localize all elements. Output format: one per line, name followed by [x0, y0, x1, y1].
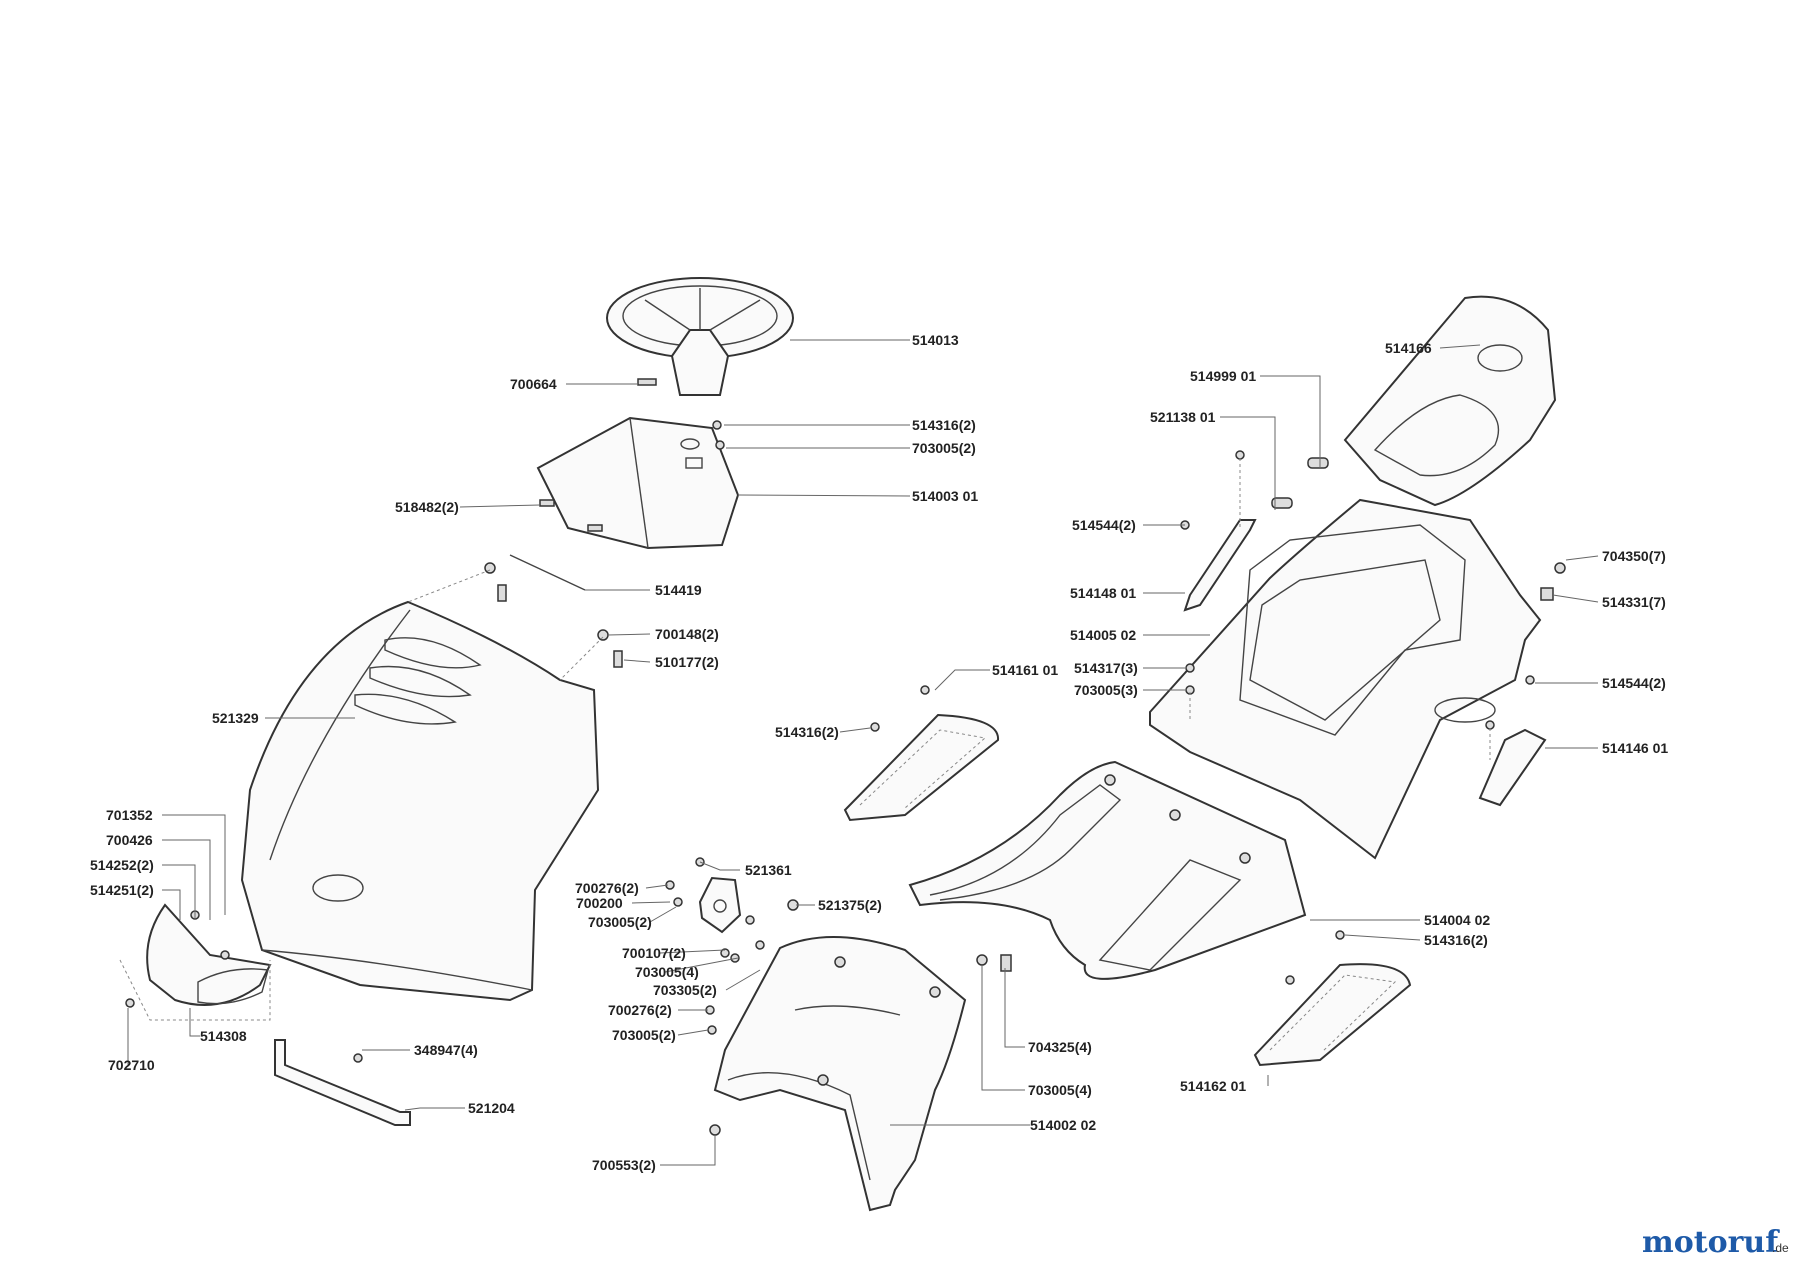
watermark-logo: motoruf .de	[1642, 1225, 1789, 1260]
dashboard-cover	[536, 416, 740, 550]
part-label: 700664	[510, 376, 557, 392]
part-label: 514148 01	[1070, 585, 1136, 601]
part-label: 514331(7)	[1602, 594, 1666, 610]
part-label: 514013	[912, 332, 959, 348]
part-label: 514002 02	[1030, 1117, 1096, 1133]
part-label: 514252(2)	[90, 857, 154, 873]
part-label: 521204	[468, 1100, 515, 1116]
seat	[1343, 295, 1557, 507]
part-label: 514003 01	[912, 488, 978, 504]
part-label: 518482(2)	[395, 499, 459, 515]
part-label: 514544(2)	[1072, 517, 1136, 533]
part-label: 521329	[212, 710, 259, 726]
part-label: 700276(2)	[608, 1002, 672, 1018]
part-label: 703005(4)	[635, 964, 699, 980]
part-label: 348947(4)	[414, 1042, 478, 1058]
part-label: 703005(2)	[912, 440, 976, 456]
part-label: 703305(2)	[653, 982, 717, 998]
part-label: 514316(2)	[912, 417, 976, 433]
part-label: 704325(4)	[1028, 1039, 1092, 1055]
part-label: 514308	[200, 1028, 247, 1044]
part-label: 703005(4)	[1028, 1082, 1092, 1098]
part-label: 514004 02	[1424, 912, 1490, 928]
dashboard-bracket	[698, 876, 742, 934]
brand-logo-suffix: .de	[1772, 1241, 1789, 1255]
part-label: 521138 01	[1150, 409, 1216, 425]
construction-lines	[407, 458, 1491, 760]
part-label: 514317(3)	[1074, 660, 1138, 676]
right-side-cover	[1478, 728, 1547, 807]
part-label: 514146 01	[1602, 740, 1668, 756]
part-label: 701352	[106, 807, 153, 823]
front-hood	[240, 600, 600, 1002]
part-label: 514005 02	[1070, 627, 1136, 643]
part-label: 514162 01	[1180, 1078, 1246, 1094]
caps	[1271, 457, 1329, 509]
part-label: 703005(2)	[588, 914, 652, 930]
steering-wheel	[606, 277, 794, 396]
part-label: 704350(7)	[1602, 548, 1666, 564]
part-label: 700200	[576, 895, 623, 911]
part-label: 521361	[745, 862, 792, 878]
side-bracket	[1183, 519, 1257, 612]
part-label: 514166	[1385, 340, 1432, 356]
part-label: 514999 01	[1190, 368, 1256, 384]
footboard-left	[843, 713, 1000, 822]
part-label: 514161 01	[992, 662, 1058, 678]
part-label: 514419	[655, 582, 702, 598]
part-label: 510177(2)	[655, 654, 719, 670]
front-panel	[713, 936, 967, 1212]
part-label: 702710	[108, 1057, 155, 1073]
fasteners	[125, 420, 1566, 1136]
part-label: 700107(2)	[622, 945, 686, 961]
floor-pan	[908, 760, 1307, 980]
brand-logo: motoruf	[1642, 1225, 1780, 1260]
part-label: 514544(2)	[1602, 675, 1666, 691]
part-labels: 514013 700664 514316(2) 703005(2) 518482…	[90, 332, 1668, 1173]
part-label: 703005(2)	[612, 1027, 676, 1043]
part-label: 514316(2)	[1424, 932, 1488, 948]
part-label: 514316(2)	[775, 724, 839, 740]
part-label: 700553(2)	[592, 1157, 656, 1173]
headlight-assembly	[119, 903, 272, 1021]
part-label: 521375(2)	[818, 897, 882, 913]
leader-lines	[127, 339, 1599, 1166]
part-label: 700276(2)	[575, 880, 639, 896]
part-label: 700426	[106, 832, 153, 848]
rear-body	[1149, 498, 1542, 860]
part-label: 703005(3)	[1074, 682, 1138, 698]
footboard-right	[1253, 963, 1412, 1067]
front-bracket	[274, 1039, 411, 1126]
part-label: 700148(2)	[655, 626, 719, 642]
part-label: 514251(2)	[90, 882, 154, 898]
